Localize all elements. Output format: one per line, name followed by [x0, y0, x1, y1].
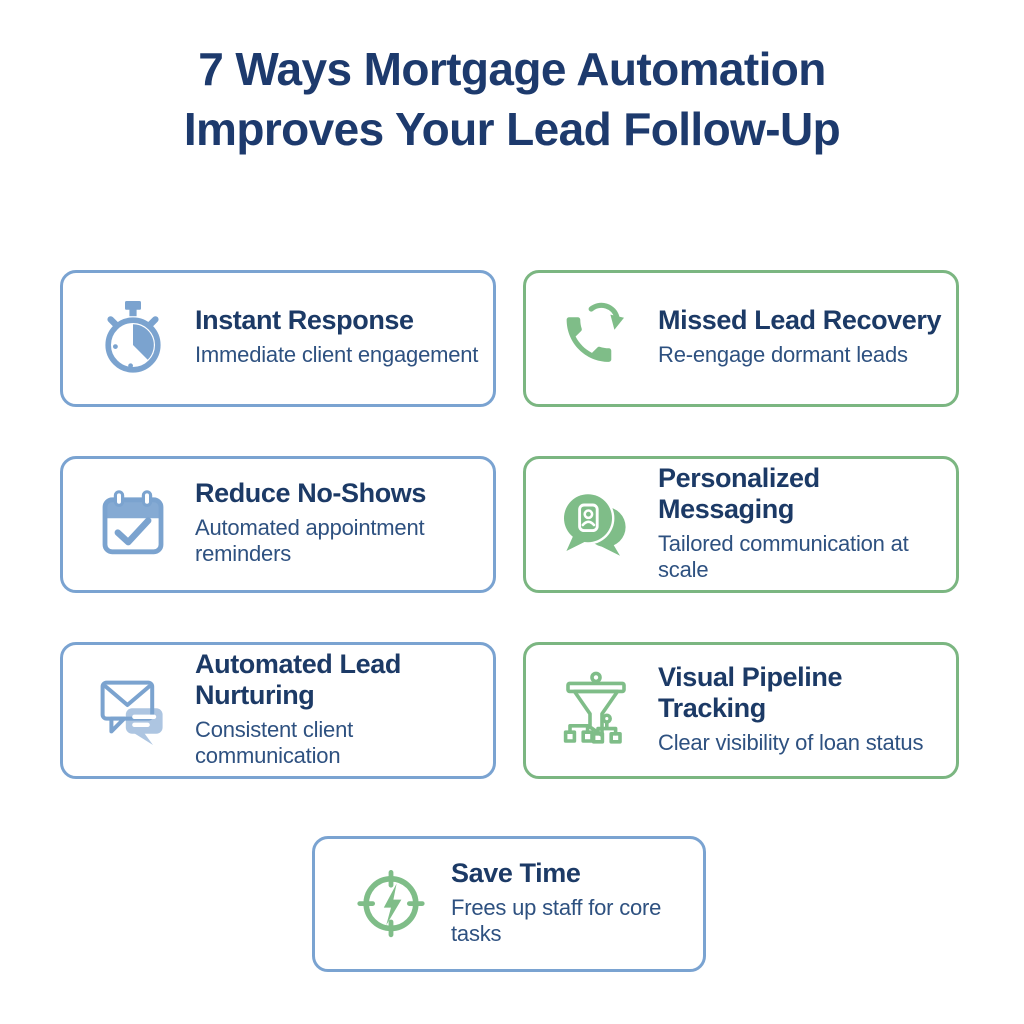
card-title: Save Time [451, 857, 581, 888]
card-subtitle: Immediate client engagement [195, 342, 479, 367]
card-title: Reduce No-Shows [195, 478, 427, 508]
card-title: Visual Pipeline Tracking [658, 661, 843, 723]
card-instant-response: Instant Response Immediate client engage… [60, 270, 496, 407]
card-reduce-no-shows: Reduce No-Shows Automated appointment re… [60, 456, 496, 593]
card-title: Missed Lead Recovery [658, 305, 942, 335]
mail-chat-icon [93, 669, 173, 749]
calendar-check-icon [93, 483, 173, 563]
title-line-1: 7 Ways Mortgage Automation [198, 43, 826, 95]
card-visual-pipeline-tracking: Visual Pipeline Tracking Clear visibilit… [523, 642, 959, 779]
title-line-2: Improves Your Lead Follow-Up [183, 102, 841, 155]
card-missed-lead-recovery: Missed Lead Recovery Re-engage dormant l… [523, 270, 959, 407]
funnel-pipeline-icon [556, 669, 636, 749]
phone-recovery-icon [556, 297, 636, 377]
card-title: Personalized Messaging [658, 462, 820, 524]
card-save-time: Save Time Frees up staff for core tasks [312, 836, 706, 972]
card-subtitle: Frees up staff for core tasks [451, 894, 662, 946]
card-subtitle: Tailored communication at scale [658, 530, 909, 582]
clock-lightning-icon [351, 862, 431, 942]
card-subtitle: Clear visibility of loan status [658, 729, 924, 755]
card-subtitle: Re-engage dormant leads [658, 342, 908, 367]
card-subtitle: Automated appointment reminders [195, 515, 425, 566]
card-personalized-messaging: Personalized Messaging Tailored communic… [523, 456, 959, 593]
page-title: 7 Ways Mortgage Automation Improves Your… [0, 0, 1024, 160]
card-subtitle: Consistent client communication [195, 716, 354, 768]
cards-grid: Instant Response Immediate client engage… [60, 270, 959, 779]
card-automated-lead-nurturing: Automated Lead Nurturing Consistent clie… [60, 642, 496, 779]
card-title: Automated Lead Nurturing [195, 648, 401, 710]
stopwatch-icon [93, 297, 173, 377]
chat-bubbles-id-icon [556, 483, 636, 563]
card-title: Instant Response [195, 305, 414, 335]
